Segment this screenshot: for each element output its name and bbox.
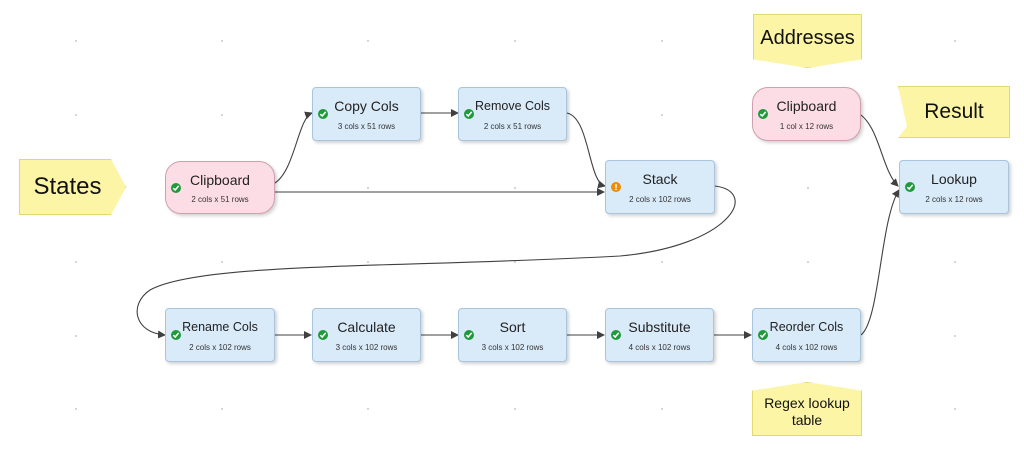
node-dims: 3 cols x 102 rows: [335, 343, 398, 352]
check-icon: [758, 330, 768, 340]
check-icon: [464, 330, 474, 340]
node-dims: 2 cols x 12 rows: [925, 195, 983, 204]
grid-dot: [367, 261, 369, 263]
node-dims: 4 cols x 102 rows: [775, 343, 838, 352]
grid-dot: [954, 335, 956, 337]
note-regex-lookup: Regex lookup table: [752, 382, 862, 436]
grid-dot: [367, 408, 369, 410]
grid-dot: [367, 187, 369, 189]
node-lookup[interactable]: Lookup 2 cols x 12 rows: [899, 160, 1009, 214]
grid-dot: [661, 114, 663, 116]
node-dims: 2 cols x 51 rows: [483, 122, 542, 131]
node-rename-cols[interactable]: Rename Cols 2 cols x 102 rows: [165, 308, 275, 362]
note-states-text: States: [33, 173, 102, 200]
grid-dot: [75, 114, 77, 116]
node-reorder-cols[interactable]: Reorder Cols 4 cols x 102 rows: [752, 308, 861, 362]
node-label: Clipboard: [190, 172, 250, 188]
node-label: Sort: [499, 319, 526, 335]
node-clipboard-states[interactable]: Clipboard 2 cols x 51 rows: [165, 161, 275, 214]
node-label: Copy Cols: [334, 98, 399, 114]
grid-dot: [514, 408, 516, 410]
note-regex-lookup-text: Regex lookup table: [764, 395, 850, 428]
node-sort[interactable]: Sort 3 cols x 102 rows: [458, 308, 567, 362]
node-dims: 2 cols x 102 rows: [629, 195, 691, 204]
grid-dot: [221, 40, 223, 42]
grid-dot: [75, 408, 77, 410]
grid-dot: [75, 335, 77, 337]
node-remove-cols[interactable]: Remove Cols 2 cols x 51 rows: [458, 87, 567, 141]
grid-dot: [954, 40, 956, 42]
edge-remove-cols-to-stack: [566, 112, 606, 189]
exclamation-icon: [611, 182, 621, 192]
node-label: Substitute: [628, 319, 691, 335]
note-result: Result: [898, 86, 1010, 138]
grid-dot: [954, 261, 956, 263]
note-addresses: Addresses: [753, 14, 862, 68]
check-icon: [171, 183, 181, 193]
node-label: Reorder Cols: [769, 320, 844, 334]
node-label: Stack: [642, 171, 678, 187]
note-states: States: [19, 159, 126, 215]
grid-dot: [367, 40, 369, 42]
node-calculate[interactable]: Calculate 3 cols x 102 rows: [312, 308, 421, 362]
grid-dot: [221, 261, 223, 263]
note-result-text: Result: [924, 100, 984, 123]
grid-dot: [514, 261, 516, 263]
node-dims: 2 cols x 51 rows: [191, 195, 249, 204]
grid-dot: [514, 187, 516, 189]
node-clipboard-addresses[interactable]: Clipboard 1 col x 12 rows: [752, 87, 861, 141]
edge-clipboard-to-copy-cols: [274, 111, 313, 184]
node-dims: 3 cols x 102 rows: [481, 343, 544, 352]
node-label: Calculate: [337, 319, 396, 335]
grid-dot: [661, 261, 663, 263]
grid-dot: [661, 40, 663, 42]
grid-dot: [221, 408, 223, 410]
node-dims: 2 cols x 102 rows: [189, 343, 251, 352]
check-icon: [171, 330, 181, 340]
grid-dot: [221, 114, 223, 116]
grid-dot: [807, 187, 809, 189]
node-copy-cols[interactable]: Copy Cols 3 cols x 51 rows: [312, 87, 421, 141]
edge-clipboard-addresses-to-lookup: [860, 114, 899, 187]
grid-dot: [75, 261, 77, 263]
node-label: Lookup: [931, 171, 977, 187]
grid-dot: [661, 408, 663, 410]
node-stack[interactable]: Stack 2 cols x 102 rows: [605, 160, 715, 214]
check-icon: [611, 330, 621, 340]
grid-dot: [807, 261, 809, 263]
check-icon: [758, 109, 768, 119]
edge-reorder-cols-to-lookup: [860, 189, 900, 336]
node-dims: 4 cols x 102 rows: [628, 343, 691, 352]
check-icon: [318, 330, 328, 340]
check-icon: [318, 109, 328, 119]
node-dims: 3 cols x 51 rows: [337, 122, 396, 131]
node-substitute[interactable]: Substitute 4 cols x 102 rows: [605, 308, 714, 362]
check-icon: [464, 109, 474, 119]
node-label: Clipboard: [776, 98, 837, 114]
grid-dot: [75, 40, 77, 42]
note-addresses-text: Addresses: [760, 26, 855, 49]
grid-dot: [954, 408, 956, 410]
grid-dot: [514, 40, 516, 42]
check-icon: [905, 182, 915, 192]
node-dims: 1 col x 12 rows: [779, 122, 834, 131]
node-label: Remove Cols: [474, 99, 551, 113]
node-label: Rename Cols: [182, 320, 258, 334]
